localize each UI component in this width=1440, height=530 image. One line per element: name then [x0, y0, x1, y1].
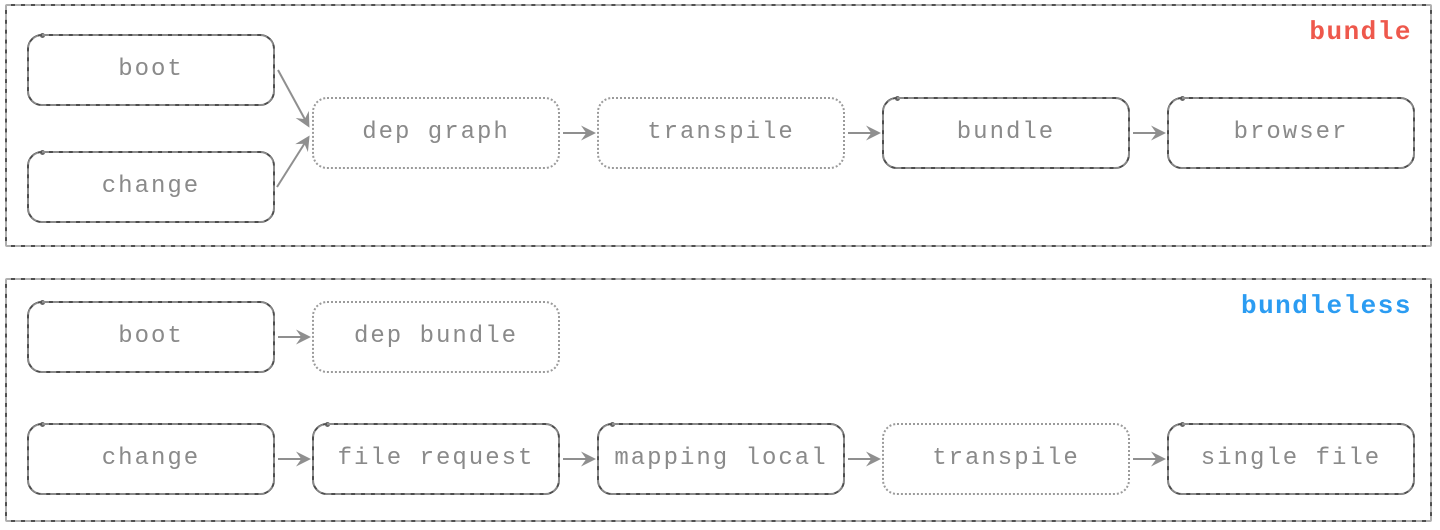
flow-node-label-mapping-local: mapping local — [614, 445, 828, 472]
flow-node-change: change — [27, 150, 275, 223]
flow-node-label-bundle: bundle — [956, 119, 1056, 146]
flow-node-single-file: single file — [1167, 422, 1415, 495]
flow-node-label-transpile: transpile — [932, 445, 1080, 472]
flow-node-boot: boot — [27, 300, 275, 373]
flow-node-label-boot: boot — [118, 323, 184, 350]
panel-title-bundleless: bundleless — [1240, 291, 1412, 321]
flow-node-transpile: transpile — [597, 97, 845, 169]
flow-node-file-request: file request — [312, 422, 560, 495]
flow-node-browser: browser — [1167, 96, 1415, 169]
flow-node-label-dep-graph: dep graph — [362, 119, 510, 146]
panel-title-bundle: bundle — [1309, 17, 1412, 47]
flow-node-label-transpile: transpile — [647, 119, 795, 146]
flow-node-label-file-request: file request — [337, 445, 535, 472]
flow-node-mapping-local: mapping local — [597, 422, 845, 495]
flow-node-label-boot: boot — [118, 56, 184, 83]
flow-node-label-single-file: single file — [1200, 445, 1382, 472]
panel-bundleless: bundleless — [5, 278, 1432, 522]
flow-node-label-change: change — [101, 445, 201, 472]
flow-node-label-dep-bundle: dep bundle — [353, 323, 519, 350]
flow-node-bundle: bundle — [882, 96, 1130, 169]
flow-node-dep-graph: dep graph — [312, 97, 560, 169]
flow-node-label-change: change — [101, 173, 201, 200]
flow-node-change: change — [27, 422, 275, 495]
flow-node-transpile: transpile — [882, 423, 1130, 495]
panel-bundle: bundle — [5, 4, 1432, 247]
flow-node-dep-bundle: dep bundle — [312, 301, 560, 373]
flow-node-boot: boot — [27, 33, 275, 106]
flow-node-label-browser: browser — [1233, 119, 1349, 146]
